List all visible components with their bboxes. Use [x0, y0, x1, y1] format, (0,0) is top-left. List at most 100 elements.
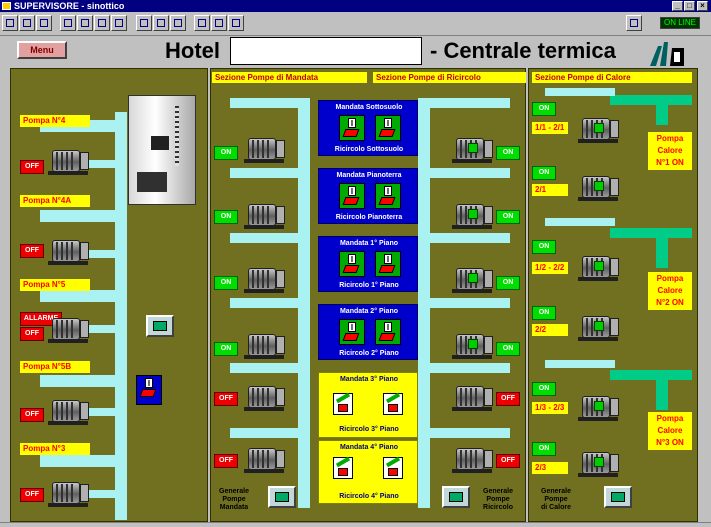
toolbar-settings-icon[interactable] [211, 15, 227, 31]
toolbar-pointer-icon[interactable] [170, 15, 186, 31]
heat-pump-3-2-on-button[interactable]: ON [532, 442, 556, 456]
ricircolo-piano-4-switch[interactable] [383, 456, 403, 479]
close-button[interactable]: × [697, 1, 708, 11]
toolbar-grid-icon[interactable] [136, 15, 152, 31]
mandata-pump-1-on-button[interactable]: ON [214, 146, 238, 160]
heat-pump-2-1[interactable] [576, 252, 620, 282]
pump-3[interactable] [46, 478, 90, 508]
heat-pump-2-2[interactable] [576, 312, 620, 342]
ricircolo-pump-5-off-button[interactable]: OFF [496, 392, 520, 406]
general-mandata-line: Pompe [222, 496, 246, 503]
toolbar-new-icon[interactable] [2, 15, 18, 31]
pump-4-off-button[interactable]: OFF [20, 160, 44, 174]
mandata-pump-5-off-button[interactable]: OFF [214, 392, 238, 406]
heat-pump-2-2-on-button[interactable]: ON [532, 306, 556, 320]
pump-5-off-button[interactable]: OFF [20, 327, 44, 341]
pump-4a-off-button[interactable]: OFF [20, 244, 44, 258]
mandata-piano-2-switch[interactable]: I [339, 319, 365, 345]
toolbar-bell-icon[interactable] [626, 15, 642, 31]
heat-pump-2-1-on-button[interactable]: ON [532, 240, 556, 254]
left-outlet-pipe [85, 160, 115, 168]
mandata-sottosuolo-switch[interactable]: I [339, 115, 365, 141]
ricircolo-piano-1-switch[interactable]: I [375, 251, 401, 277]
mandata-piano-3-switch[interactable] [333, 392, 353, 415]
minimize-button[interactable]: _ [672, 1, 683, 11]
general-mandata-label: Generale Pompe Mandata [214, 488, 254, 512]
mandata-branch-pipe [230, 363, 310, 373]
left-general-button[interactable] [146, 315, 174, 337]
ricircolo-pump-6-off-button[interactable]: OFF [496, 454, 520, 468]
toolbar-print-icon[interactable] [111, 15, 127, 31]
heat-pump-3-1-on-button[interactable]: ON [532, 382, 556, 396]
mandata-pianoterra-switch[interactable]: I [339, 183, 365, 209]
mandata-pump-2-on-button[interactable]: ON [214, 210, 238, 224]
pump-3-off-button[interactable]: OFF [20, 488, 44, 502]
ricircolo-pump-1-on-button[interactable]: ON [496, 146, 520, 160]
floor-box-pianoterra: Mandata Pianoterra I I Ricircolo Pianote… [318, 168, 418, 224]
ricircolo-piano-2-switch[interactable]: I [375, 319, 401, 345]
ricircolo-pump-2-on-button[interactable]: ON [496, 210, 520, 224]
mandata-piano-1-switch[interactable]: I [339, 251, 365, 277]
toolbar-open-icon[interactable] [19, 15, 35, 31]
mandata-pump-5[interactable] [242, 382, 286, 412]
heat-pump-1-2-on-button[interactable]: ON [532, 166, 556, 180]
toolbar-copy-icon[interactable] [77, 15, 93, 31]
mandata-pump-1[interactable] [242, 134, 286, 164]
ricircolo-pump-4-on-button[interactable]: ON [496, 342, 520, 356]
heat-pump-1-1-on-button[interactable]: ON [532, 102, 556, 116]
general-ricircolo-button[interactable] [442, 486, 470, 508]
mandata-pump-2[interactable] [242, 200, 286, 230]
hotel-name-field[interactable] [230, 37, 422, 65]
mandata-pump-3-on-button[interactable]: ON [214, 276, 238, 290]
ricircolo-pump-2[interactable] [450, 200, 494, 230]
mandata-pump-4-on-button[interactable]: ON [214, 342, 238, 356]
general-mandata-button[interactable] [268, 486, 296, 508]
toolbar-save-icon[interactable] [36, 15, 52, 31]
pump-5b-off-button[interactable]: OFF [20, 408, 44, 422]
toolbar-zoom-icon[interactable] [153, 15, 169, 31]
pump-label: Pompa N°4 [20, 115, 90, 127]
heat-pump-status-3: Pompa Calore N°3 ON [648, 412, 692, 450]
mandata-pump-6[interactable] [242, 444, 286, 474]
maximize-button[interactable]: □ [684, 1, 695, 11]
general-ricircolo-line: Generale [483, 488, 513, 495]
left-branch-pipe [40, 375, 115, 387]
mandata-pump-3[interactable] [242, 264, 286, 294]
ricircolo-sottosuolo-switch[interactable]: I [375, 115, 401, 141]
mandata-pump-6-off-button[interactable]: OFF [214, 454, 238, 468]
floor-box-sottosuolo: Mandata Sottosuolo I I Ricircolo Sottosu… [318, 100, 418, 156]
heat-pump-1-1[interactable] [576, 114, 620, 144]
ricircolo-pump-6[interactable] [450, 444, 494, 474]
heat-pump-1-2[interactable] [576, 172, 620, 202]
heat-pump-3-1[interactable] [576, 392, 620, 422]
left-main-switch[interactable]: I [136, 375, 162, 405]
general-calore-button[interactable] [604, 486, 632, 508]
heat-pump-3-2[interactable] [576, 448, 620, 478]
ricircolo-pianoterra-switch[interactable]: I [375, 183, 401, 209]
ricircolo-piano-3-switch[interactable] [383, 392, 403, 415]
floor-box-bottom-label: Ricircolo 2° Piano [321, 349, 417, 359]
toolbar-help-icon[interactable] [194, 15, 210, 31]
toolbar-paste-icon[interactable] [94, 15, 110, 31]
ricircolo-branch-pipe [418, 168, 510, 178]
ricircolo-pump-4[interactable] [450, 330, 494, 360]
ricircolo-pump-3[interactable] [450, 264, 494, 294]
ricircolo-pump-3-on-button[interactable]: ON [496, 276, 520, 290]
pump-5[interactable] [46, 314, 90, 344]
pump-4a[interactable] [46, 236, 90, 266]
heat-pump-label: 1/1 - 2/1 [532, 122, 568, 134]
ricircolo-pump-5[interactable] [450, 382, 494, 412]
toolbar-exit-icon[interactable] [228, 15, 244, 31]
pump-4[interactable] [46, 146, 90, 176]
floor-box-top-label: Mandata Sottosuolo [321, 103, 417, 113]
menu-button[interactable]: Menu [17, 41, 67, 59]
ricircolo-branch-pipe [418, 98, 510, 108]
heat-pump-label: 1/2 - 2/2 [532, 262, 568, 274]
mandata-pump-4[interactable] [242, 330, 286, 360]
mandata-piano-4-switch[interactable] [333, 456, 353, 479]
heat-pump-status-line: Calore [657, 146, 683, 155]
pump-5b[interactable] [46, 396, 90, 426]
horizontal-scrollbar[interactable] [0, 522, 711, 527]
ricircolo-pump-1[interactable] [450, 134, 494, 164]
toolbar-cut-icon[interactable] [60, 15, 76, 31]
